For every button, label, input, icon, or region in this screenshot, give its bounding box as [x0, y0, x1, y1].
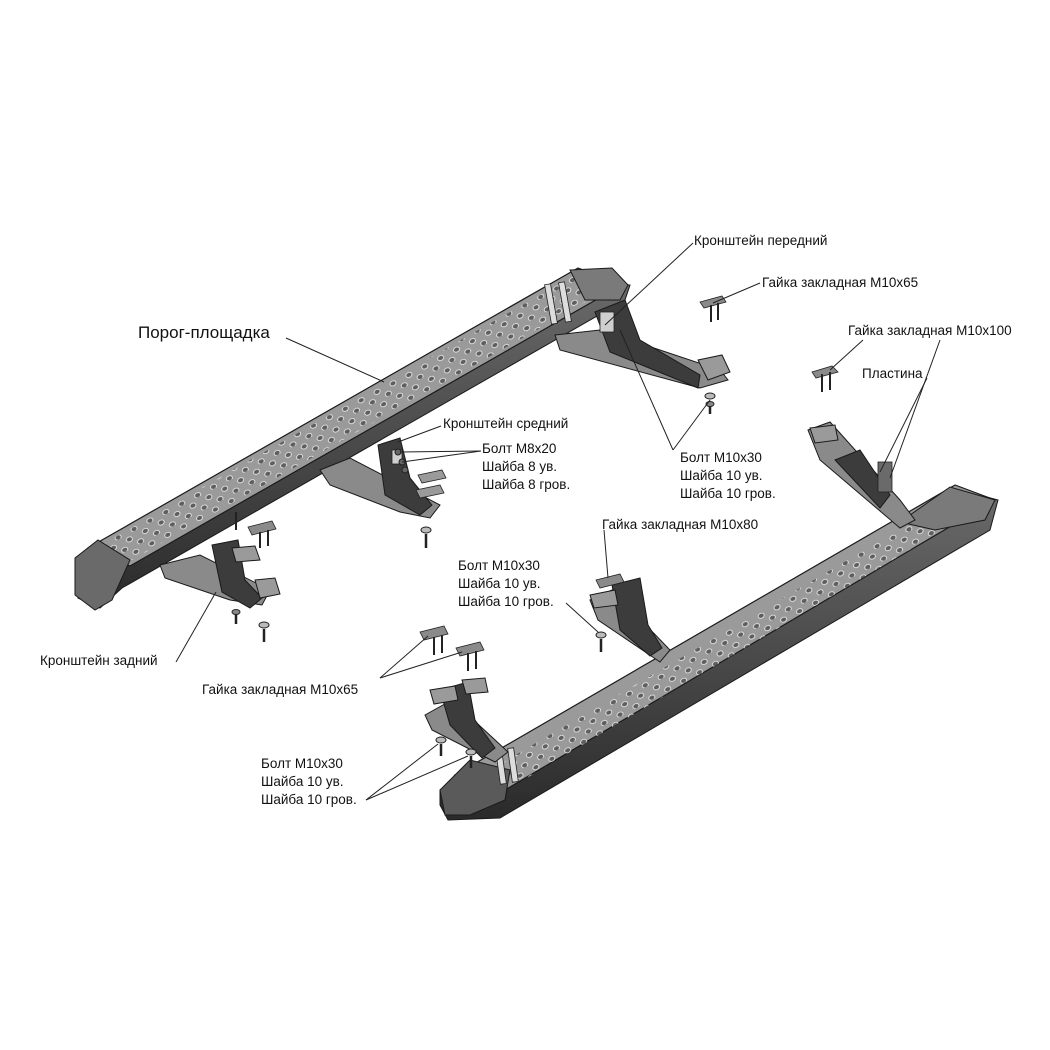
bolt-m10-line: Болт М10х30 — [458, 558, 540, 573]
step-board-label: Порог-площадка — [138, 323, 270, 342]
washer-8-flat-line: Шайба 8 ув. — [482, 459, 558, 474]
nut-m10x65-top-part — [699, 295, 727, 322]
bolt-m10-bottom-group-label: Болт М10х30 Шайба 10 ув. Шайба 10 гров. — [261, 755, 357, 809]
washer-10-lock-line: Шайба 10 гров. — [261, 792, 357, 807]
washer-8-lock-line: Шайба 8 гров. — [482, 477, 571, 492]
plate-label: Пластина — [862, 366, 923, 381]
nut-m10x100-part — [811, 365, 839, 392]
nut-m10x100-label: Гайка закладная М10х100 — [848, 323, 1012, 338]
nuts-m10x65-bottom-parts — [419, 625, 485, 671]
bolt-m10-center — [595, 631, 607, 652]
front-bracket-right — [807, 421, 916, 529]
bolt-m8-group-label: Болт М8х20 Шайба 8 ув. Шайба 8 гров. — [482, 440, 570, 494]
bolts-bottom — [435, 736, 477, 768]
bolts-rear-left — [231, 609, 270, 642]
leader-lines — [175, 242, 941, 801]
nut-middle-left-parts — [415, 469, 447, 499]
bolt-m10-front-left — [704, 392, 716, 414]
rear-bracket-left — [159, 539, 281, 609]
nut-m10x65-top-label: Гайка закладная М10х65 — [762, 275, 919, 290]
bolt-middle-left-bottom — [420, 526, 432, 548]
washer-10-flat-line: Шайба 10 ув. — [458, 576, 541, 591]
front-bracket-left — [554, 299, 731, 389]
step-board-right — [439, 484, 999, 821]
step-board-left — [74, 267, 631, 611]
bolt-m10-center-group-label: Болт М10х30 Шайба 10 ув. Шайба 10 гров. — [458, 557, 554, 611]
nut-m10x65-bottom-label: Гайка закладная М10х65 — [202, 682, 359, 697]
rear-bracket-right — [424, 677, 509, 763]
washer-10-lock-line: Шайба 10 гров. — [680, 486, 776, 501]
nut-rear-left-part — [235, 512, 277, 548]
bolt-m10-line: Болт М10х30 — [680, 450, 762, 465]
middle-bracket-right — [589, 577, 671, 663]
bolt-m10-right-group-label: Болт М10х30 Шайба 10 ув. Шайба 10 гров. — [680, 449, 776, 503]
nut-m10x80-label: Гайка закладная М10х80 — [602, 517, 759, 532]
washer-10-flat-line: Шайба 10 ув. — [261, 774, 344, 789]
nut-m10x80-part — [595, 573, 625, 589]
washer-10-flat-line: Шайба 10 ув. — [680, 468, 763, 483]
bolt-m10-line: Болт М10х30 — [261, 756, 343, 771]
front-bracket-label: Кронштейн передний — [694, 233, 828, 248]
middle-bracket-label: Кронштейн средний — [443, 416, 569, 431]
bolt-m8-line: Болт М8х20 — [482, 441, 557, 456]
washer-10-lock-line: Шайба 10 гров. — [458, 594, 554, 609]
rear-bracket-label: Кронштейн задний — [40, 653, 158, 668]
